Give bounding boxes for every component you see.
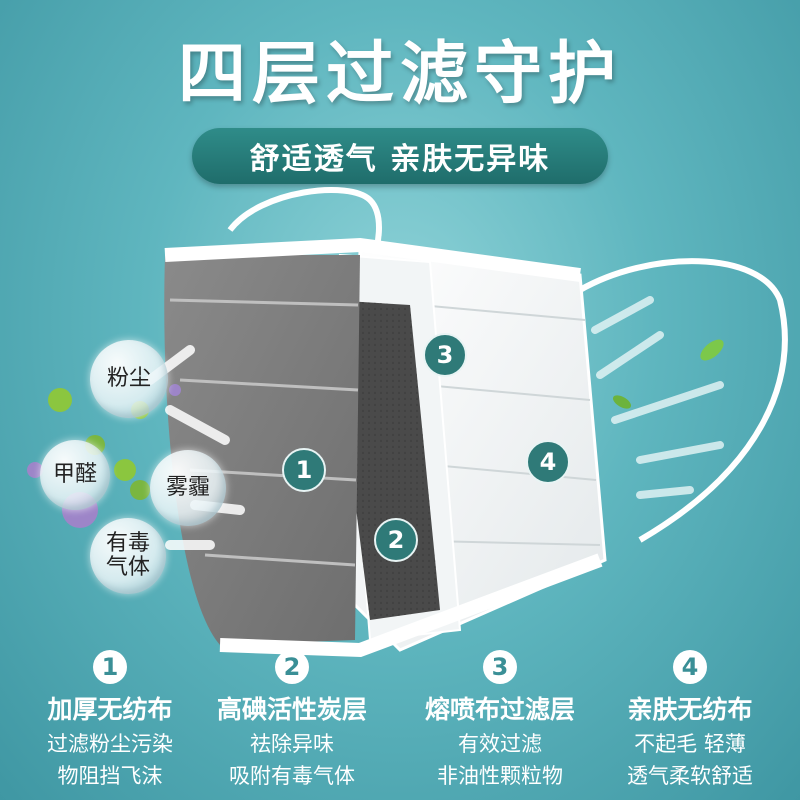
layer-title: 熔喷布过滤层 — [424, 695, 575, 724]
layer-desc: 物阻挡飞沫 — [57, 764, 163, 788]
layer-info-2: 2 高碘活性炭层 祛除异味 吸附有毒气体 — [192, 650, 392, 790]
layer-info-4: 4 亲肤无纺布 不起毛 轻薄 透气柔软舒适 — [590, 650, 790, 790]
layer-info-1: 1 加厚无纺布 过滤粉尘污染 物阻挡飞沫 — [10, 650, 210, 790]
pollutant-formaldehyde: 甲醛 — [40, 440, 110, 510]
layer-info-3: 3 熔喷布过滤层 有效过滤 非油性颗粒物 — [400, 650, 600, 790]
layer-desc: 有效过滤 — [458, 732, 542, 756]
layer-number: 4 — [673, 650, 707, 684]
layer-desc: 不起毛 轻薄 — [634, 732, 746, 756]
layer-number: 1 — [93, 650, 127, 684]
layer-badge-1: 1 — [282, 448, 326, 492]
layer-number: 2 — [275, 650, 309, 684]
page-title: 四层过滤守护 — [177, 35, 622, 114]
layer-desc: 过滤粉尘污染 — [47, 732, 173, 756]
arrow-icon — [591, 296, 724, 499]
ear-loop-right — [578, 258, 788, 543]
pollutant-dust: 粉尘 — [90, 340, 168, 418]
layer-badge-2: 2 — [374, 518, 418, 562]
leaf-icon — [612, 339, 724, 409]
layer-title: 亲肤无纺布 — [627, 695, 753, 724]
layer-number: 3 — [483, 650, 517, 684]
layer-badge-4: 4 — [526, 440, 570, 484]
layer-desc: 祛除异味 — [250, 732, 334, 756]
layer-desc: 非油性颗粒物 — [437, 764, 563, 788]
layer-desc: 透气柔软舒适 — [627, 764, 753, 788]
layer-desc: 吸附有毒气体 — [229, 764, 355, 788]
subtitle-banner: 舒适透气 亲肤无异味 — [192, 128, 608, 184]
layer-badge-3: 3 — [423, 333, 467, 377]
layer-title: 加厚无纺布 — [47, 695, 173, 724]
layer-title: 高碘活性炭层 — [216, 695, 367, 724]
pollutant-toxic-gas: 有毒 气体 — [90, 518, 166, 594]
pollutant-smog: 雾霾 — [150, 450, 226, 526]
